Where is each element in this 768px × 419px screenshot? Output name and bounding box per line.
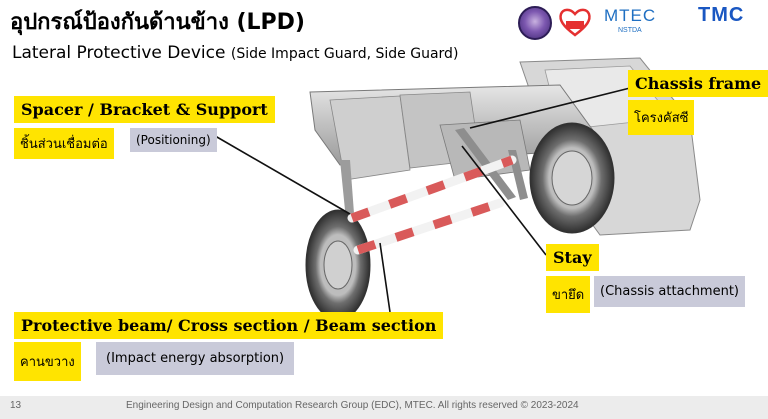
beam-note: (Impact energy absorption) [96, 342, 295, 375]
slide-subtitle: Lateral Protective Device (Side Impact G… [12, 43, 458, 63]
chassis-thai-label: โครงคัสซี [628, 100, 695, 135]
mtec-logo: MTEC NSTDA [604, 6, 680, 38]
protective-beam-label: Protective beam/ Cross section / Beam se… [14, 312, 444, 339]
stay-note: (Chassis attachment) [594, 276, 746, 307]
protective-beam-upper [347, 155, 517, 223]
spacer-bracket-label: Spacer / Bracket & Support [14, 96, 275, 123]
government-seal-logo [518, 6, 552, 40]
stay-thai-label: ขายึด [546, 276, 591, 313]
logo-bar: MTEC NSTDA TMC [510, 4, 760, 40]
spacer-note: (Positioning) [130, 128, 217, 152]
heart-logo [559, 8, 591, 37]
protective-beam-lower [353, 198, 505, 255]
stay-label: Stay [546, 244, 599, 271]
tmc-logo-text: TMC [698, 4, 745, 26]
chassis-frame-label: Chassis frame [628, 70, 768, 97]
subtitle-paren: (Side Impact Guard, Side Guard) [230, 46, 459, 62]
subtitle-main: Lateral Protective Device [12, 43, 226, 63]
beam-thai-label: คานขวาง [14, 342, 81, 381]
slide-title: อุปกรณ์ป้องกันด้านข้าง (LPD) [10, 10, 305, 35]
spacer-thai-label: ชิ้นส่วนเชื่อมต่อ [14, 128, 114, 159]
mtec-logo-text: MTEC [604, 6, 657, 25]
copyright-text: Engineering Design and Computation Resea… [126, 400, 579, 411]
page-number: 13 [10, 400, 22, 411]
footer-bar: 13 Engineering Design and Computation Re… [0, 396, 768, 419]
tmc-logo: TMC [696, 4, 758, 40]
nstda-logo-text: NSTDA [618, 27, 642, 34]
